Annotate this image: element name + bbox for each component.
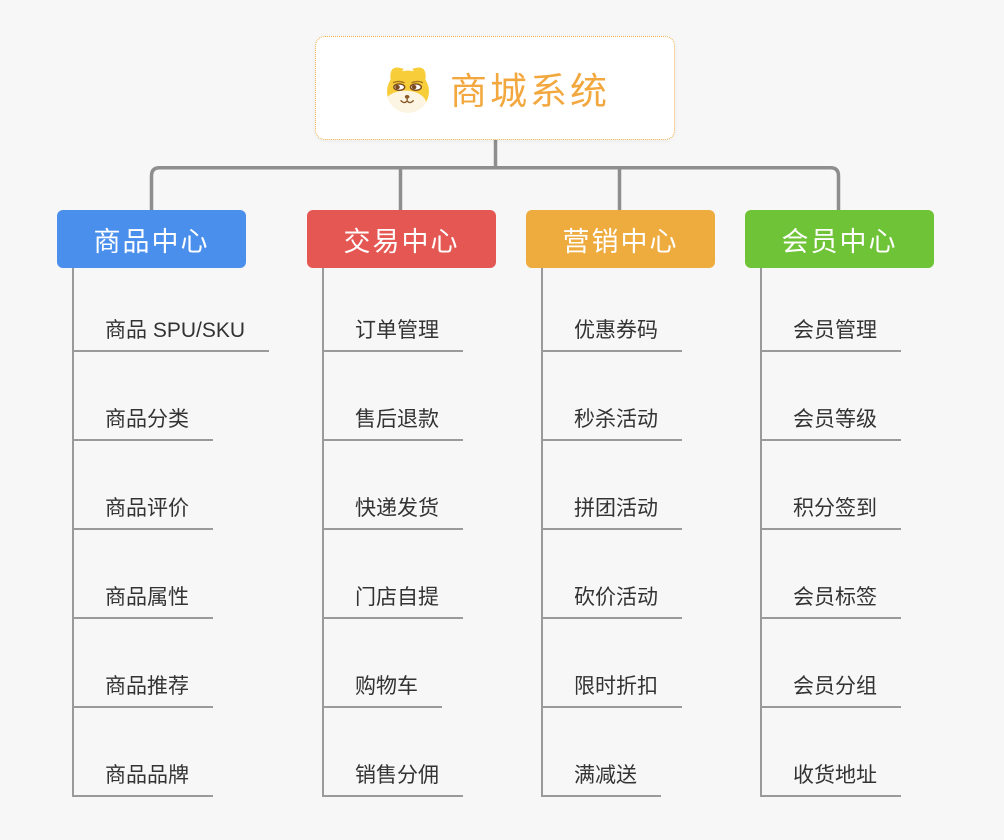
child-node[interactable]: 砍价活动	[541, 581, 682, 619]
branch-marketing-center: 营销中心 优惠券码 秒杀活动 拼团活动 砍价活动 限时折扣 满减送	[526, 210, 715, 797]
branch-label: 商品中心	[93, 226, 210, 257]
branch-node-trade-center[interactable]: 交易中心	[307, 210, 496, 268]
child-row: 商品推荐	[57, 619, 269, 708]
child-row: 门店自提	[307, 530, 496, 619]
child-row: 收货地址	[745, 708, 934, 797]
child-node[interactable]: 拼团活动	[541, 492, 682, 530]
child-node[interactable]: 商品分类	[72, 403, 213, 441]
child-node[interactable]: 快递发货	[322, 492, 463, 530]
child-row: 秒杀活动	[526, 352, 715, 441]
child-node[interactable]: 商品 SPU/SKU	[72, 314, 270, 352]
child-node[interactable]: 门店自提	[322, 581, 463, 619]
root-node-label: 商城系统	[450, 71, 610, 112]
child-row: 商品品牌	[57, 708, 269, 797]
branch-children: 优惠券码 秒杀活动 拼团活动 砍价活动 限时折扣 满减送	[526, 268, 715, 797]
child-node[interactable]: 商品推荐	[72, 670, 213, 708]
bus-line	[149, 166, 841, 210]
child-row: 订单管理	[307, 268, 496, 352]
child-row: 快递发货	[307, 441, 496, 530]
branch-children: 订单管理 售后退款 快递发货 门店自提 购物车 销售分佣	[307, 268, 496, 797]
child-node[interactable]: 收货地址	[760, 759, 901, 797]
child-node[interactable]: 秒杀活动	[541, 403, 682, 441]
branch-label: 营销中心	[562, 226, 679, 257]
branch-label: 会员中心	[781, 226, 898, 257]
child-node[interactable]: 限时折扣	[541, 670, 682, 708]
root-node-mall-system[interactable]: 商城系统	[315, 36, 675, 140]
branch-trade-center: 交易中心 订单管理 售后退款 快递发货 门店自提 购物车 销售分佣	[307, 210, 496, 797]
child-node[interactable]: 会员标签	[760, 581, 901, 619]
child-row: 会员标签	[745, 530, 934, 619]
child-node[interactable]: 会员分组	[760, 670, 901, 708]
child-node[interactable]: 购物车	[322, 670, 442, 708]
child-row: 售后退款	[307, 352, 496, 441]
branch-children: 会员管理 会员等级 积分签到 会员标签 会员分组 收货地址	[745, 268, 934, 797]
child-node[interactable]: 商品评价	[72, 492, 213, 530]
child-row: 满减送	[526, 708, 715, 797]
branch-node-product-center[interactable]: 商品中心	[57, 210, 246, 268]
child-row: 拼团活动	[526, 441, 715, 530]
child-node[interactable]: 满减送	[541, 759, 661, 797]
child-row: 商品属性	[57, 530, 269, 619]
child-row: 会员分组	[745, 619, 934, 708]
child-row: 会员管理	[745, 268, 934, 352]
child-node[interactable]: 会员管理	[760, 314, 901, 352]
child-row: 商品 SPU/SKU	[57, 268, 270, 352]
child-row: 积分签到	[745, 441, 934, 530]
child-node[interactable]: 会员等级	[760, 403, 901, 441]
child-node[interactable]: 商品品牌	[72, 759, 213, 797]
child-node[interactable]: 售后退款	[322, 403, 463, 441]
child-row: 会员等级	[745, 352, 934, 441]
child-row: 商品分类	[57, 352, 269, 441]
child-row: 购物车	[307, 619, 496, 708]
child-node[interactable]: 优惠券码	[541, 314, 682, 352]
child-row: 销售分佣	[307, 708, 496, 797]
child-node[interactable]: 积分签到	[760, 492, 901, 530]
child-node[interactable]: 商品属性	[72, 581, 213, 619]
child-node[interactable]: 订单管理	[322, 314, 463, 352]
child-row: 限时折扣	[526, 619, 715, 708]
branch-member-center: 会员中心 会员管理 会员等级 积分签到 会员标签 会员分组 收货地址	[745, 210, 934, 797]
doge-icon	[387, 67, 429, 113]
branch-node-marketing-center[interactable]: 营销中心	[526, 210, 715, 268]
branch-label: 交易中心	[343, 226, 460, 257]
child-row: 砍价活动	[526, 530, 715, 619]
child-row: 优惠券码	[526, 268, 715, 352]
child-node[interactable]: 销售分佣	[322, 759, 463, 797]
branch-node-member-center[interactable]: 会员中心	[745, 210, 934, 268]
branch-product-center: 商品中心 商品 SPU/SKU 商品分类 商品评价 商品属性 商品推荐 商品品牌	[57, 210, 270, 797]
branch-children: 商品 SPU/SKU 商品分类 商品评价 商品属性 商品推荐 商品品牌	[57, 268, 270, 797]
child-row: 商品评价	[57, 441, 269, 530]
